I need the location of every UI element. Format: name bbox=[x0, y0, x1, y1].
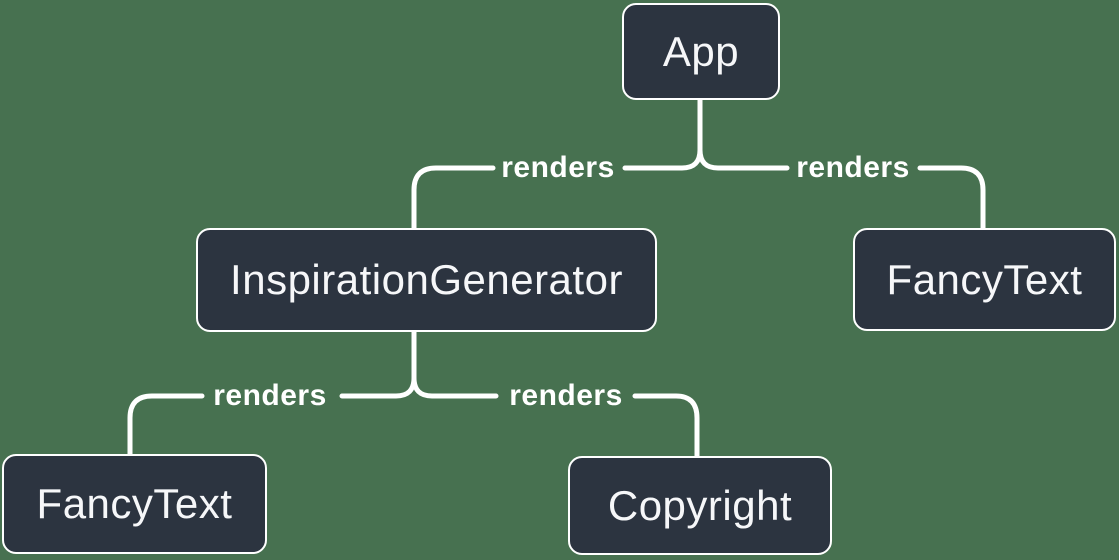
node-fancy-text-top-label: FancyText bbox=[886, 255, 1083, 303]
edge-to-inspiration-generator bbox=[411, 165, 496, 231]
edge-to-fancy-text-bottom bbox=[127, 393, 205, 457]
node-inspiration-generator-label: InspirationGenerator bbox=[230, 256, 623, 303]
node-copyright: Copyright bbox=[568, 456, 832, 555]
edge-app-stem-left bbox=[622, 97, 703, 171]
edge-app-stem-right bbox=[697, 97, 790, 171]
node-app: App bbox=[622, 3, 780, 100]
node-inspiration-generator: InspirationGenerator bbox=[196, 228, 657, 332]
node-fancy-text-bottom-label: FancyText bbox=[36, 480, 233, 527]
edge-label-app-to-inspiration-generator: renders bbox=[501, 151, 615, 184]
edge-ig-stem-right bbox=[411, 327, 499, 399]
node-fancy-text-top: FancyText bbox=[853, 228, 1116, 331]
node-app-label: App bbox=[662, 27, 740, 75]
node-fancy-text-bottom: FancyText bbox=[2, 454, 267, 554]
edge-to-fancy-text-top bbox=[917, 165, 986, 231]
edge-ig-stem-left bbox=[339, 327, 417, 399]
edge-label-ig-to-copyright: renders bbox=[509, 379, 623, 412]
edge-label-ig-to-fancy-text: renders bbox=[213, 379, 327, 412]
edge-to-copyright bbox=[632, 393, 700, 459]
node-copyright-label: Copyright bbox=[607, 481, 793, 529]
edge-label-app-to-fancy-text: renders bbox=[796, 151, 910, 184]
